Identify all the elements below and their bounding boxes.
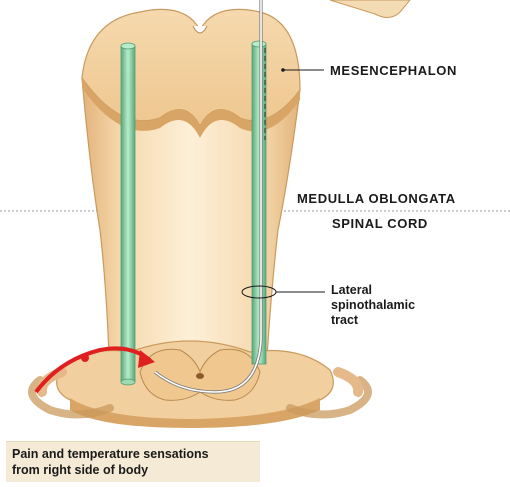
left-tract-column	[120, 45, 136, 383]
upper-structure-fragment	[329, 0, 411, 18]
label-line: spinothalamic	[331, 298, 416, 312]
caption-line: from right side of body	[12, 463, 149, 477]
caption-box: Pain and temperature sensations from rig…	[6, 441, 260, 482]
right-tract-column	[251, 43, 267, 365]
ascending-pathway	[154, 0, 266, 394]
sensory-fiber-red	[34, 346, 155, 394]
caption-line: Pain and temperature sensations	[12, 447, 209, 461]
label-spinal-cord: SPINAL CORD	[332, 216, 428, 231]
label-lateral-spinothalamic-tract: Lateral spinothalamic tract	[331, 283, 461, 328]
label-mesencephalon: MESENCEPHALON	[330, 63, 457, 78]
caption-text: Pain and temperature sensations from rig…	[12, 446, 209, 478]
label-medulla-oblongata: MEDULLA OBLONGATA	[297, 191, 456, 206]
label-line: Lateral	[331, 283, 372, 297]
label-line: tract	[331, 313, 359, 327]
mesencephalon-section	[81, 8, 301, 138]
